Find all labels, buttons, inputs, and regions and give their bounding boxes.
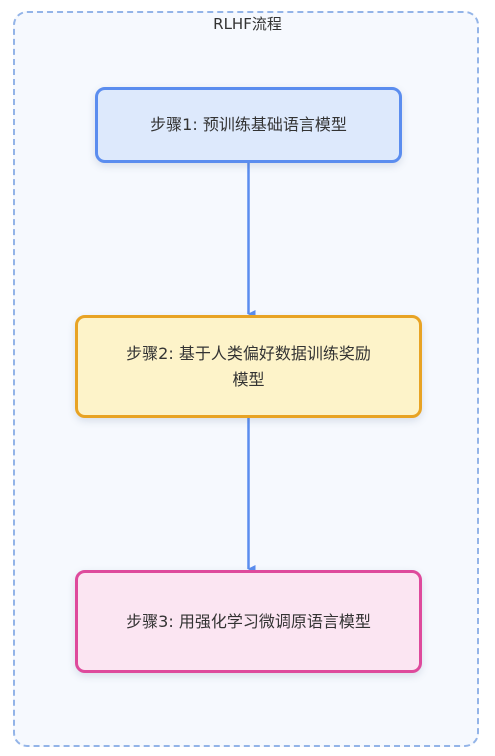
step-3-label: 步骤3: 用强化学习微调原语言模型 bbox=[126, 611, 371, 631]
step-2-node: 步骤2: 基于人类偏好数据训练奖励模型 bbox=[75, 315, 422, 418]
step-2-label: 步骤2: 基于人类偏好数据训练奖励模型 bbox=[126, 343, 371, 389]
step-1-node: 步骤1: 预训练基础语言模型 bbox=[95, 87, 402, 163]
diagram-title: RLHF流程 bbox=[213, 15, 282, 33]
step-3-node: 步骤3: 用强化学习微调原语言模型 bbox=[75, 570, 422, 673]
step-1-label: 步骤1: 预训练基础语言模型 bbox=[150, 115, 347, 134]
